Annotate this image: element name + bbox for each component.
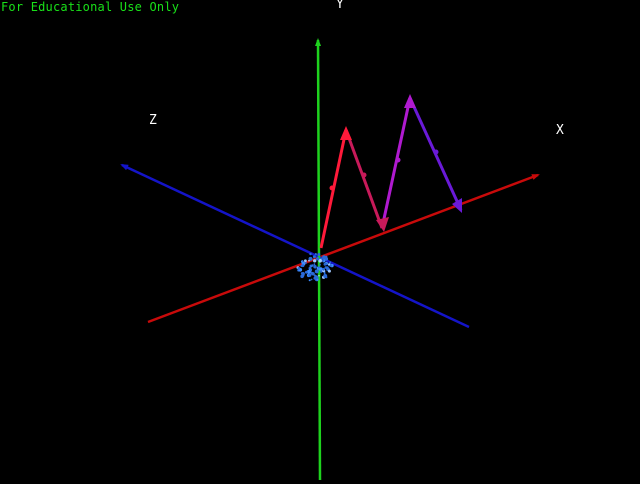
particle [313,274,317,277]
particle [320,270,323,273]
particle [318,258,323,263]
particle [324,257,329,261]
particle [305,270,308,274]
arrowhead-icon [452,198,462,213]
axis-label-x: X [556,123,564,138]
z-axis [120,163,470,329]
particle [328,263,331,266]
particle [318,267,323,271]
particle [308,256,313,261]
vector-path [319,94,463,249]
particle [313,263,316,266]
arrowhead-icon [376,217,389,232]
particle [322,267,325,271]
particle [314,269,319,274]
vector-segment [380,97,412,229]
particle [310,271,314,275]
particle [310,264,312,267]
particle [301,260,304,262]
vector-segment [344,129,384,229]
particle [329,264,332,267]
particle [317,253,321,256]
particle [297,267,301,270]
particle [309,268,313,271]
particle [310,278,313,281]
particle [324,262,328,266]
midpoint-marker [329,185,335,191]
particle [301,272,305,276]
watermark-text: For Educational Use Only [1,0,180,14]
particle [308,273,312,277]
particle [329,261,332,264]
particle [322,259,325,262]
particle [313,265,317,269]
particle [305,262,307,264]
particle [309,252,312,256]
particle [327,269,331,273]
particle [316,278,319,281]
particle [307,269,311,274]
midpoint-marker [395,157,401,163]
particle-cluster [296,252,334,282]
particle [318,274,320,277]
particle [319,263,321,266]
arrowhead-icon [404,94,416,108]
particle [308,279,311,282]
particle [313,259,317,263]
particle [316,257,320,261]
particle [308,259,310,262]
axis-label-z: Z [149,113,157,128]
particle [304,259,307,263]
x-axis [147,173,540,324]
particle [323,274,328,278]
particle [313,276,317,280]
particle [314,253,317,256]
midpoint-marker [433,149,439,155]
particle [323,272,326,275]
midpoint-marker [361,172,367,178]
particle [312,255,316,259]
particle [301,264,305,268]
arrowhead-icon [340,126,352,140]
axis-label-y: Y [336,0,344,12]
particle [326,266,329,270]
